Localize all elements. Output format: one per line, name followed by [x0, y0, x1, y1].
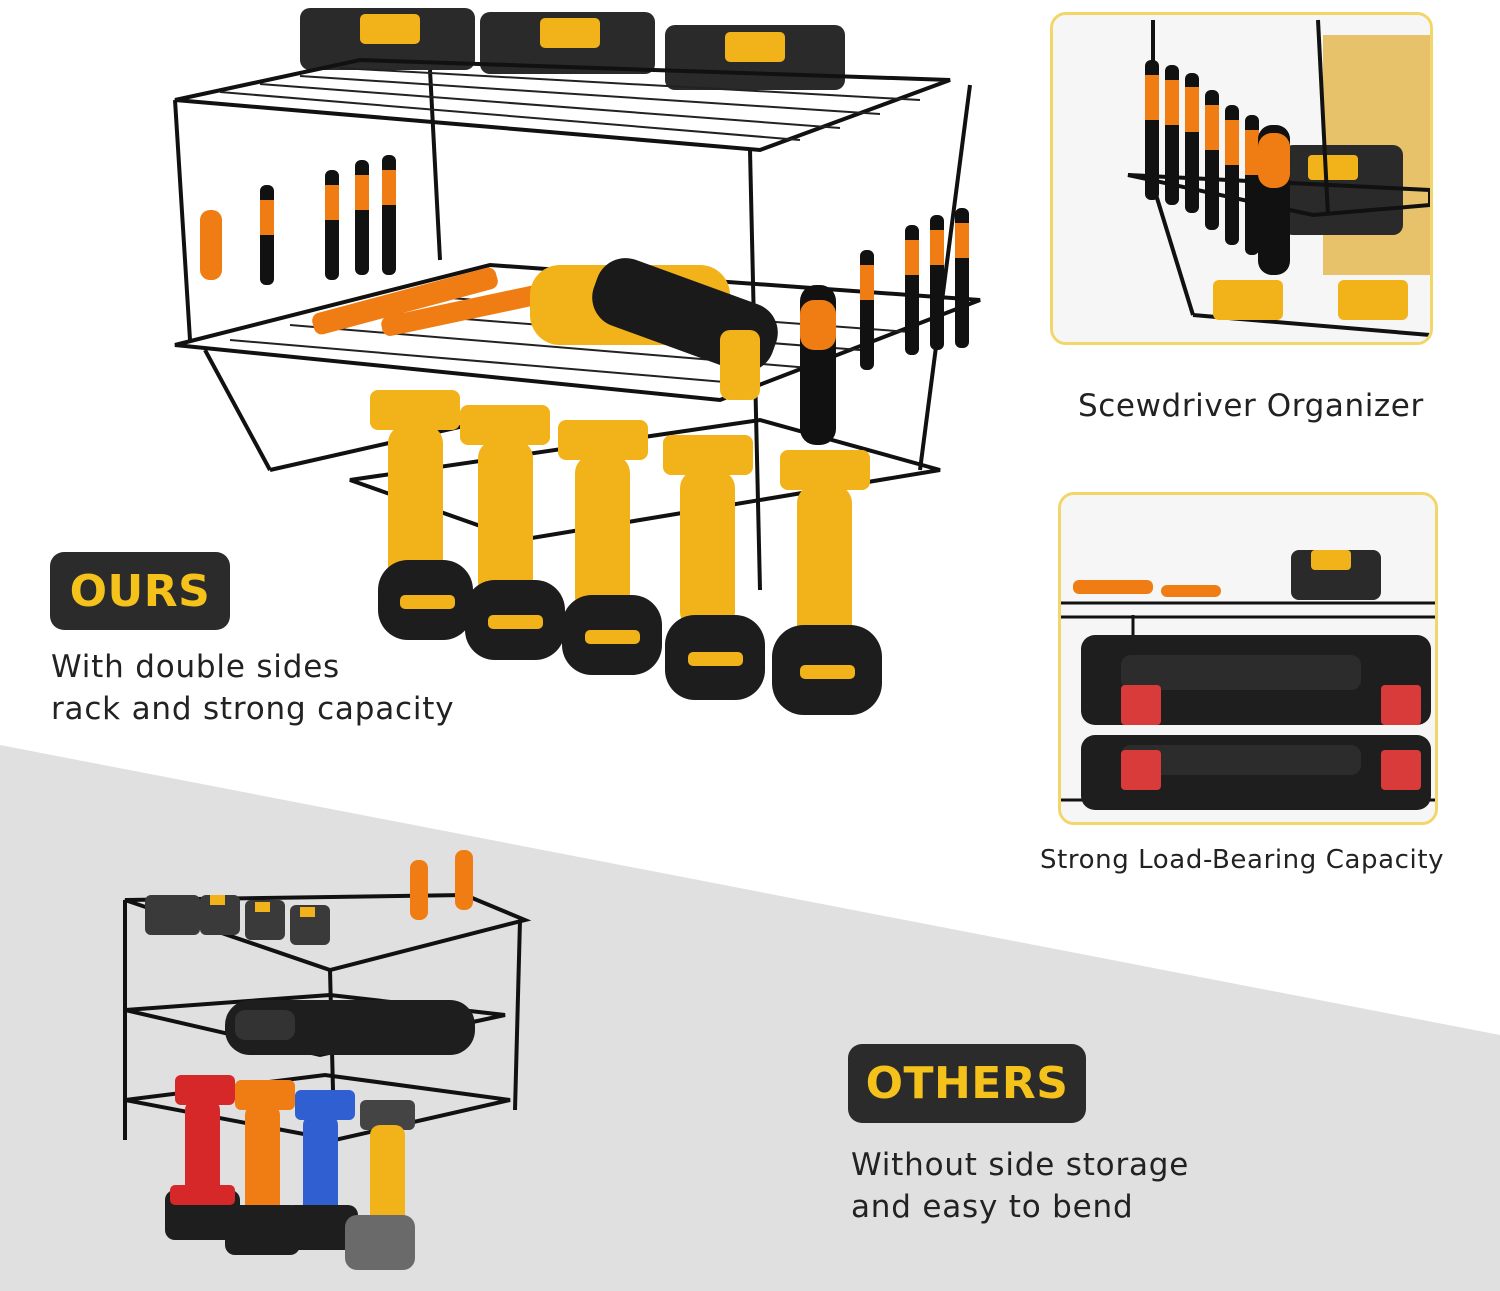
ours-badge: OURS: [50, 552, 230, 630]
load-bearing-caption: Strong Load-Bearing Capacity: [1040, 845, 1445, 875]
battery-icon: [145, 895, 330, 945]
others-description: Without side storage and easy to bend: [851, 1144, 1189, 1228]
others-tool-rack-image: [123, 850, 532, 1270]
drill-icon: [530, 258, 778, 400]
screwdriver-organizer-caption: Scewdriver Organizer: [1078, 388, 1424, 424]
others-description-line-1: Without side storage: [851, 1147, 1190, 1183]
battery-icon: [300, 8, 845, 90]
screwdriver-icon: [410, 850, 473, 920]
drill-icon: [225, 1000, 475, 1055]
screwdriver-icon: [200, 155, 969, 445]
ours-description-line-2: rack and strong capacity: [51, 691, 455, 727]
wrench-icon: [312, 267, 549, 336]
others-badge: OTHERS: [848, 1044, 1086, 1123]
screwdriver-icon: [1145, 60, 1290, 275]
hanging-drills-icon: [165, 1075, 415, 1270]
ours-description: With double sides rack and strong capaci…: [51, 646, 454, 730]
hanging-drills-icon: [370, 390, 882, 715]
ours-tool-rack-image: [173, 8, 981, 715]
screwdriver-organizer-thumbnail: [1050, 12, 1433, 345]
load-bearing-thumbnail: [1058, 492, 1438, 825]
load-bearing-image: [1061, 495, 1435, 822]
ours-description-line-1: With double sides: [51, 649, 341, 685]
screwdriver-organizer-image: [1053, 15, 1430, 342]
others-description-line-2: and easy to bend: [851, 1189, 1134, 1225]
ours-badge-label: OURS: [69, 565, 211, 617]
others-badge-label: OTHERS: [865, 1058, 1069, 1109]
